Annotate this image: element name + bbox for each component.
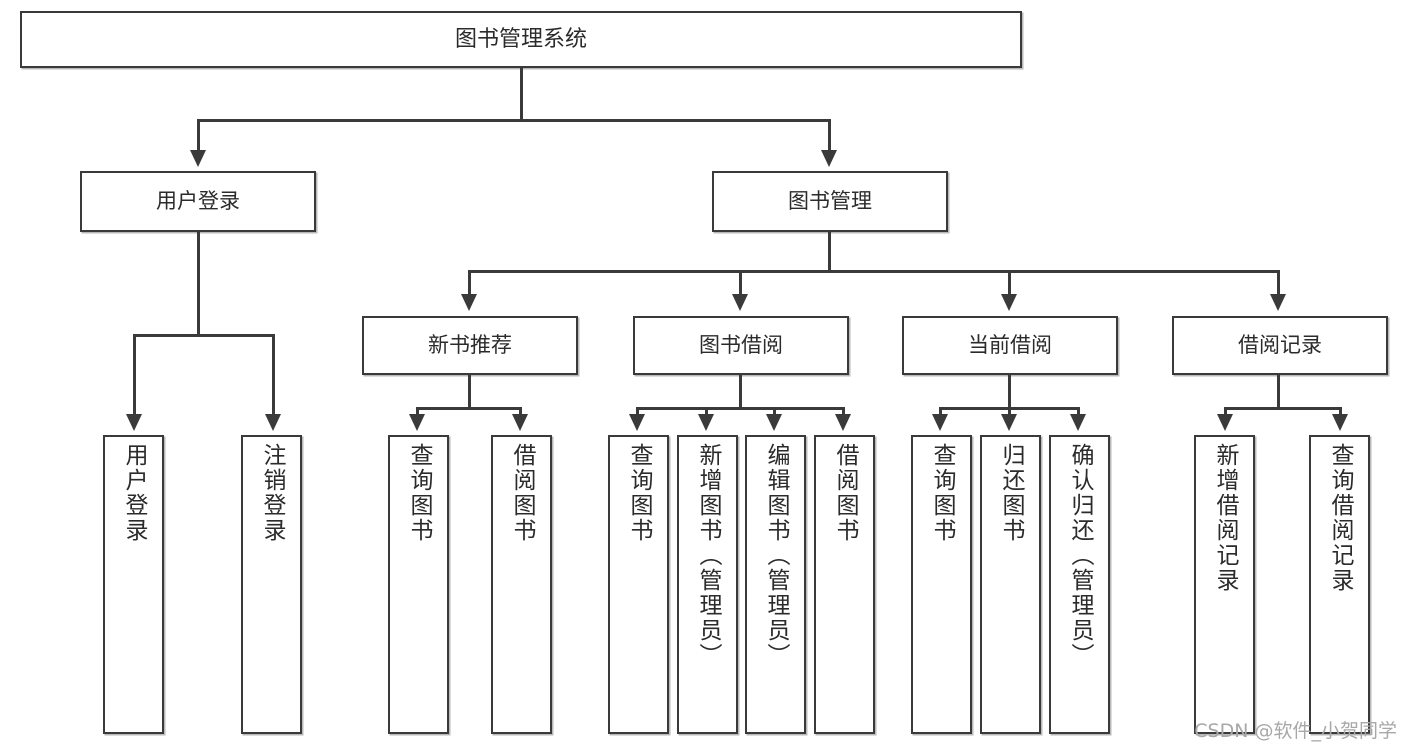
connector-user-login-stem [197,232,200,336]
node-leaf-borrow-book-2[interactable]: 借阅图书 [814,435,875,734]
connector-bb-to-leaf-2 [705,407,708,417]
connector-bm-to-new-book-recommend [468,270,471,296]
arrow-to-leaf-user-logout [265,414,281,431]
node-leaf-confirm-return[interactable]: 确认归还（管理员） [1049,435,1110,734]
node-book-manage-label: 图书管理 [788,189,872,214]
node-leaf-query-book-2[interactable]: 查询图书 [608,435,669,734]
node-leaf-query-book-3[interactable]: 查询图书 [911,435,972,734]
node-new-book-recommend-label: 新书推荐 [428,333,512,358]
node-leaf-add-record-label: 新增借阅记录 [1212,443,1238,593]
node-leaf-query-record[interactable]: 查询借阅记录 [1309,435,1370,734]
arrow-to-leaf-confirm-return [1070,414,1086,431]
connector-user-login-to-leaf-1 [133,334,136,416]
arrow-to-leaf-edit-book [766,414,782,431]
connector-user-login-to-leaf-2 [272,334,275,416]
arrow-to-book-borrow [732,294,748,311]
connector-cb-to-leaf-3 [1077,407,1080,417]
node-book-borrow-label: 图书借阅 [699,333,783,358]
connector-root-bus [197,119,831,122]
connector-bb-stem [739,375,742,409]
node-leaf-return-book[interactable]: 归还图书 [980,435,1041,734]
node-leaf-edit-book[interactable]: 编辑图书（管理员） [745,435,806,734]
connector-book-manage-stem [828,232,831,272]
connector-nbr-stem [468,375,471,409]
connector-bb-to-leaf-4 [842,407,845,417]
arrow-to-leaf-query-book-1 [409,414,425,431]
node-leaf-user-login[interactable]: 用户登录 [103,435,164,734]
connector-bm-to-current-borrow [1008,270,1011,296]
arrow-to-leaf-query-book-3 [932,414,948,431]
node-leaf-query-record-label: 查询借阅记录 [1327,443,1353,593]
node-new-book-recommend[interactable]: 新书推荐 [362,316,578,375]
node-book-borrow[interactable]: 图书借阅 [633,316,849,375]
arrow-to-leaf-return-book [1001,414,1017,431]
arrow-to-current-borrow [1001,294,1017,311]
connector-root-to-book-manage [828,119,831,150]
arrow-to-leaf-borrow-book-2 [835,414,851,431]
connector-br-stem [1277,375,1280,409]
connector-bm-to-borrow-record [1277,270,1280,296]
connector-bb-bus [636,407,844,410]
arrow-root-to-user-login [190,150,206,167]
connector-root-to-user-login [197,119,200,150]
arrow-to-leaf-query-record [1332,414,1348,431]
node-borrow-record-label: 借阅记录 [1238,333,1322,358]
connector-bb-to-leaf-1 [636,407,639,417]
node-leaf-query-book-1-label: 查询图书 [406,443,432,543]
connector-user-login-bus [133,334,275,337]
node-current-borrow-label: 当前借阅 [968,333,1052,358]
node-borrow-record[interactable]: 借阅记录 [1172,316,1388,375]
arrow-to-leaf-borrow-book-1 [512,414,528,431]
connector-br-to-leaf-2 [1339,407,1342,417]
node-current-borrow[interactable]: 当前借阅 [902,316,1118,375]
connector-cb-stem [1008,375,1011,409]
watermark: CSDN @软件_小贺同学 [1194,720,1397,742]
arrow-to-leaf-add-record [1217,414,1233,431]
connector-cb-to-leaf-1 [939,407,942,417]
node-leaf-borrow-book-1[interactable]: 借阅图书 [491,435,552,734]
connector-br-to-leaf-1 [1224,407,1227,417]
node-leaf-query-book-3-label: 查询图书 [929,443,955,543]
node-root[interactable]: 图书管理系统 [20,11,1022,68]
node-user-login-label: 用户登录 [156,189,240,214]
connector-nbr-to-leaf-1 [416,407,419,417]
node-leaf-user-logout[interactable]: 注销登录 [241,435,302,734]
node-leaf-confirm-return-label: 确认归还（管理员） [1067,443,1093,668]
connector-bb-to-leaf-3 [773,407,776,417]
arrow-to-new-book-recommend [461,294,477,311]
connector-root-stem [520,68,523,119]
arrow-root-to-book-manage [821,150,837,167]
connector-cb-to-leaf-2 [1008,407,1011,417]
node-leaf-user-logout-label: 注销登录 [259,443,285,543]
connector-nbr-to-leaf-2 [519,407,522,417]
node-leaf-add-book-label: 新增图书（管理员） [695,443,721,668]
connector-bm-to-book-borrow [739,270,742,296]
arrow-to-leaf-query-book-2 [629,414,645,431]
node-book-manage[interactable]: 图书管理 [712,171,948,232]
node-leaf-add-record[interactable]: 新增借阅记录 [1194,435,1255,734]
node-root-label: 图书管理系统 [454,26,587,52]
node-leaf-edit-book-label: 编辑图书（管理员） [763,443,789,668]
node-leaf-user-login-label: 用户登录 [121,443,147,543]
arrow-to-leaf-add-book [698,414,714,431]
node-leaf-borrow-book-1-label: 借阅图书 [509,443,535,543]
node-leaf-query-book-2-label: 查询图书 [626,443,652,543]
connector-br-bus [1224,407,1342,410]
node-user-login[interactable]: 用户登录 [80,171,316,232]
node-leaf-return-book-label: 归还图书 [998,443,1024,543]
node-leaf-query-book-1[interactable]: 查询图书 [388,435,449,734]
connector-nbr-bus [416,407,522,410]
node-leaf-borrow-book-2-label: 借阅图书 [832,443,858,543]
arrow-to-leaf-user-login [126,414,142,431]
node-leaf-add-book[interactable]: 新增图书（管理员） [677,435,738,734]
arrow-to-borrow-record [1270,294,1286,311]
connector-book-manage-bus [468,270,1280,273]
